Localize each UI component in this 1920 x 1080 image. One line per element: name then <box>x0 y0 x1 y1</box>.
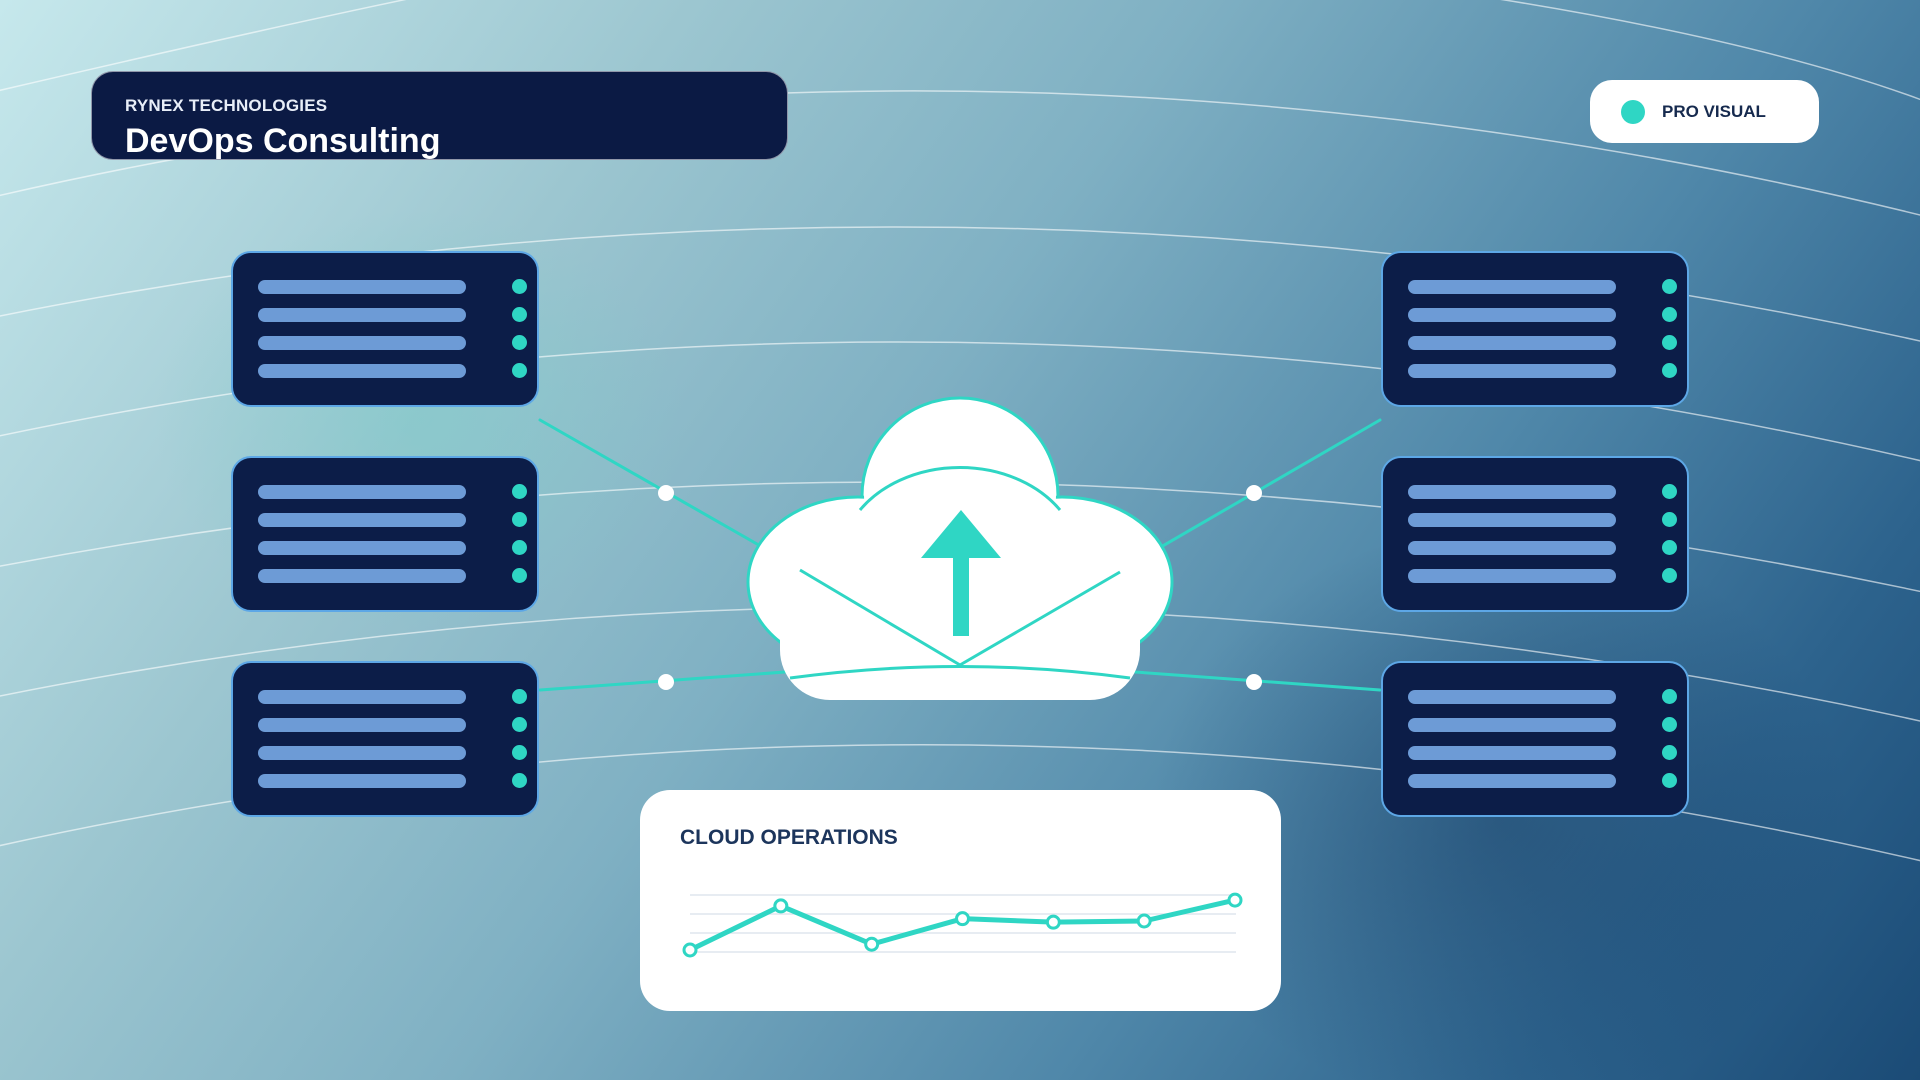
chart-point <box>1045 914 1061 930</box>
server-bar <box>1408 336 1616 350</box>
server-bar <box>1408 774 1616 788</box>
server-bar <box>1408 569 1616 583</box>
status-dot-icon <box>1662 745 1677 760</box>
status-dot-icon <box>512 484 527 499</box>
server-rack-icon <box>231 456 539 612</box>
server-bar <box>1408 513 1616 527</box>
header-card: RYNEX TECHNOLOGIES DevOps Consulting <box>91 71 788 160</box>
server-bar <box>258 718 466 732</box>
server-bar <box>258 690 466 704</box>
connector-node-right-bottom <box>1246 674 1262 690</box>
status-dot-icon <box>1662 279 1677 294</box>
chart-point <box>864 936 880 952</box>
chart-point <box>955 911 970 927</box>
status-dot-icon <box>512 335 527 350</box>
server-bar <box>1408 364 1616 378</box>
server-bar <box>1408 280 1616 294</box>
server-bar <box>258 280 466 294</box>
status-dot-icon <box>512 540 527 555</box>
status-dot-icon <box>1662 363 1677 378</box>
server-bar <box>1408 690 1616 704</box>
status-dot-icon <box>512 363 527 378</box>
connector-node-left-bottom <box>658 674 674 690</box>
chart-point <box>682 942 698 958</box>
pro-visual-badge: PRO VISUAL <box>1590 80 1819 143</box>
server-bar <box>258 569 466 583</box>
status-dot-icon <box>1662 484 1677 499</box>
server-bar <box>258 746 466 760</box>
status-dot-icon <box>1662 512 1677 527</box>
server-rack-icon <box>1381 661 1689 817</box>
status-dot-icon <box>1662 773 1677 788</box>
server-bar <box>258 541 466 555</box>
status-dot-icon <box>1662 689 1677 704</box>
chart-point <box>1227 892 1243 908</box>
status-dot-icon <box>512 689 527 704</box>
server-bar <box>258 308 466 322</box>
status-dot-icon <box>512 307 527 322</box>
status-dot-icon <box>512 717 527 732</box>
server-rack-icon <box>231 661 539 817</box>
status-dot-icon <box>512 512 527 527</box>
cloud-upload-icon <box>746 396 1174 700</box>
page-title: DevOps Consulting <box>125 122 441 160</box>
cloud-operations-chart <box>682 892 1243 958</box>
server-bar <box>258 513 466 527</box>
cloud-operations-title: CLOUD OPERATIONS <box>680 826 898 849</box>
badge-label: PRO VISUAL <box>1662 101 1766 121</box>
server-bar <box>1408 718 1616 732</box>
status-dot-icon <box>1662 335 1677 350</box>
server-rack-icon <box>231 251 539 407</box>
server-rack-icon <box>1381 456 1689 612</box>
server-bar <box>1408 308 1616 322</box>
server-bar <box>258 774 466 788</box>
status-dot-icon <box>512 773 527 788</box>
server-bar <box>258 364 466 378</box>
server-bar <box>1408 541 1616 555</box>
chart-point <box>1136 913 1152 929</box>
server-bar <box>258 485 466 499</box>
status-dot-icon <box>1662 717 1677 732</box>
server-bar <box>1408 746 1616 760</box>
status-dot-icon <box>1662 540 1677 555</box>
connector-node-right-top <box>1246 485 1262 501</box>
status-dot-icon <box>1621 99 1645 124</box>
server-rack-icon <box>1381 251 1689 407</box>
status-dot-icon <box>512 745 527 760</box>
server-bar <box>1408 485 1616 499</box>
status-dot-icon <box>512 568 527 583</box>
server-bar <box>258 336 466 350</box>
chart-point <box>773 898 789 914</box>
cloud-operations-card: CLOUD OPERATIONS <box>640 790 1281 1011</box>
status-dot-icon <box>1662 307 1677 322</box>
company-name: RYNEX TECHNOLOGIES <box>125 96 328 115</box>
connector-node-left-top <box>658 485 674 501</box>
status-dot-icon <box>512 279 527 294</box>
status-dot-icon <box>1662 568 1677 583</box>
